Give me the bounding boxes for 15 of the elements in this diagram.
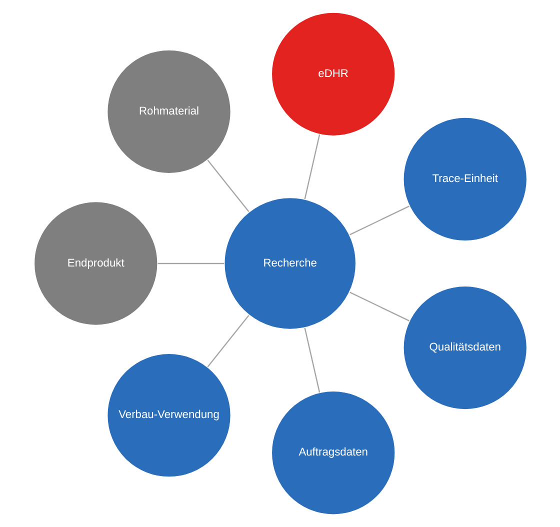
node-circle: Verbau-Verwendung xyxy=(106,353,231,478)
connector xyxy=(304,328,320,393)
connector xyxy=(206,160,249,212)
node-circle: Trace-Einheit xyxy=(402,116,527,242)
node-circle: Rohmaterial xyxy=(106,49,231,174)
node-circle: Auftragsdaten xyxy=(270,390,396,516)
connector xyxy=(349,292,409,322)
node-circle: Recherche xyxy=(223,197,356,330)
connector xyxy=(206,314,249,368)
connector xyxy=(349,206,409,236)
node-circle: Qualitätsdaten xyxy=(402,285,527,410)
connector xyxy=(304,134,320,200)
node-circle: eDHR xyxy=(270,12,396,136)
node-circle: Endprodukt xyxy=(33,201,158,326)
connector xyxy=(157,262,224,264)
